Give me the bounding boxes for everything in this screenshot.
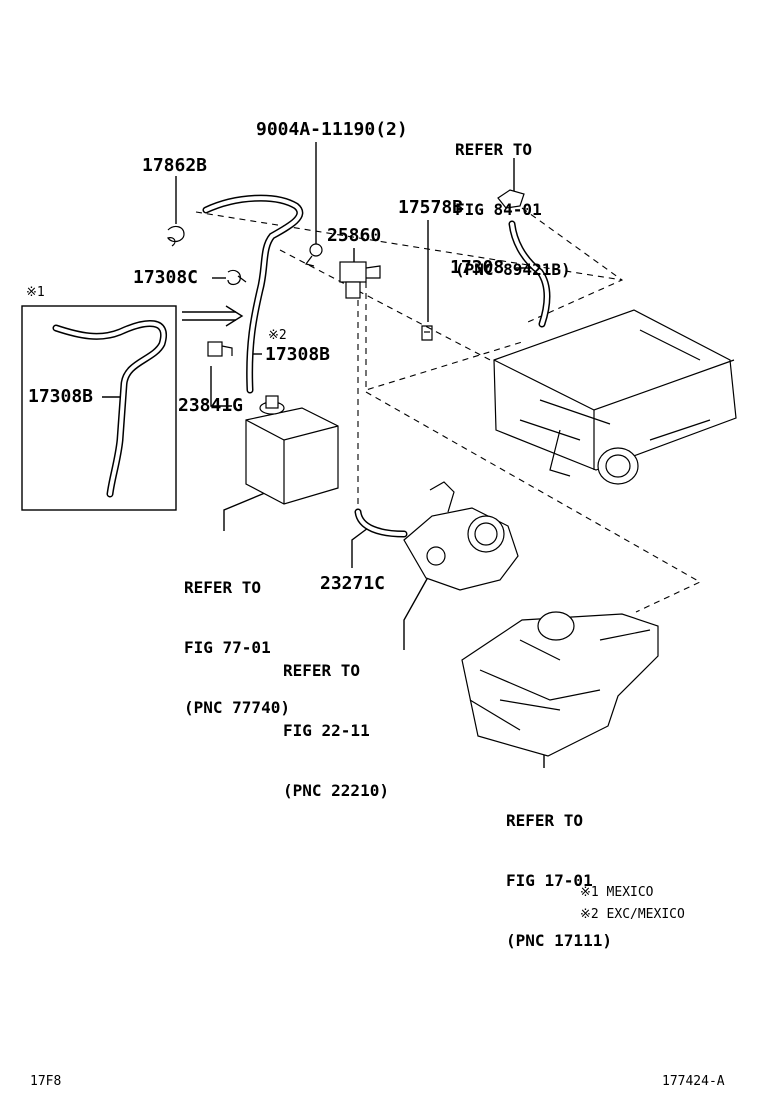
charcoal-canister	[245, 395, 339, 505]
ref-fig-77-01[interactable]: REFER TO FIG 77-01 (PNC 77740)	[184, 538, 290, 738]
clip-17862b	[167, 225, 185, 247]
dashed-line-1	[195, 211, 623, 281]
clip-17308c	[227, 269, 247, 286]
ref-fig77-line1: REFER TO	[184, 578, 262, 597]
dashed-line-4	[365, 282, 523, 391]
footer-page-code: 17F8	[30, 1074, 62, 1089]
leader-23841g	[210, 366, 232, 407]
ref-fig84-line3: (PNC 89421B)	[455, 260, 571, 279]
ref-fig17-line1: REFER TO	[506, 811, 584, 830]
dashed-line-3	[279, 249, 495, 363]
dashed-line-2	[521, 207, 624, 323]
inset-hose	[52, 320, 168, 498]
ref-fig77-line3: (PNC 77740)	[184, 698, 290, 717]
clip-23841g	[207, 341, 233, 357]
part-17308b-left: 17308B	[28, 386, 94, 407]
legend-note-mexico: ※1 MEXICO	[580, 885, 654, 900]
ref-fig-22-11[interactable]: REFER TO FIG 22-11 (PNC 22210)	[283, 621, 389, 821]
part-17308c: 17308C	[133, 267, 199, 288]
ref-fig17-line3: (PNC 17111)	[506, 931, 612, 950]
ref-fig22-line3: (PNC 22210)	[283, 781, 389, 800]
throttle-body	[403, 481, 519, 591]
intake-manifold	[461, 611, 659, 757]
footer-illustration-id: 177424-A	[662, 1074, 725, 1089]
mexico-inset-box	[21, 305, 177, 511]
part-17862b: 17862B	[142, 155, 208, 176]
ref-fig17-line2: FIG 17-01	[506, 871, 593, 890]
part-17308-top: 17308	[450, 257, 505, 278]
part-23271c: 23271C	[320, 573, 386, 594]
bolt-9004a	[304, 243, 323, 267]
part-17308b-mid: 17308B	[265, 344, 331, 365]
inset-arrow-head	[225, 305, 244, 327]
ref-fig77-line2: FIG 77-01	[184, 638, 271, 657]
part-25860: 25860	[327, 225, 382, 246]
air-cleaner-assembly	[493, 309, 737, 485]
legend-note-exc-mexico: ※2 EXC/MEXICO	[580, 907, 685, 922]
ref-fig-84-01[interactable]: REFER TO FIG 84-01 (PNC 89421B)	[455, 100, 571, 300]
ref-fig84-line2: FIG 84-01	[455, 200, 542, 219]
ref-fig22-line1: REFER TO	[283, 661, 361, 680]
ref-fig84-line1: REFER TO	[455, 140, 533, 159]
part-17578b: 17578B	[398, 197, 464, 218]
ref-fig-17-01[interactable]: REFER TO FIG 17-01 (PNC 17111)	[506, 771, 612, 971]
marker-mexico: ※1	[26, 285, 45, 300]
leader-23271c	[351, 527, 369, 568]
clip-17578b	[421, 325, 433, 341]
dashed-line-5	[365, 391, 702, 613]
connector-89421b	[497, 189, 525, 209]
part-9004a-11190: 9004A-11190(2)	[256, 119, 408, 140]
part-23841g: 23841G	[178, 395, 244, 416]
vsv-25860	[339, 261, 381, 299]
marker-exc-mexico: ※2	[268, 328, 287, 343]
leader-fig22	[403, 569, 433, 650]
ref-fig22-line2: FIG 22-11	[283, 721, 370, 740]
leader-fig77	[223, 489, 273, 531]
